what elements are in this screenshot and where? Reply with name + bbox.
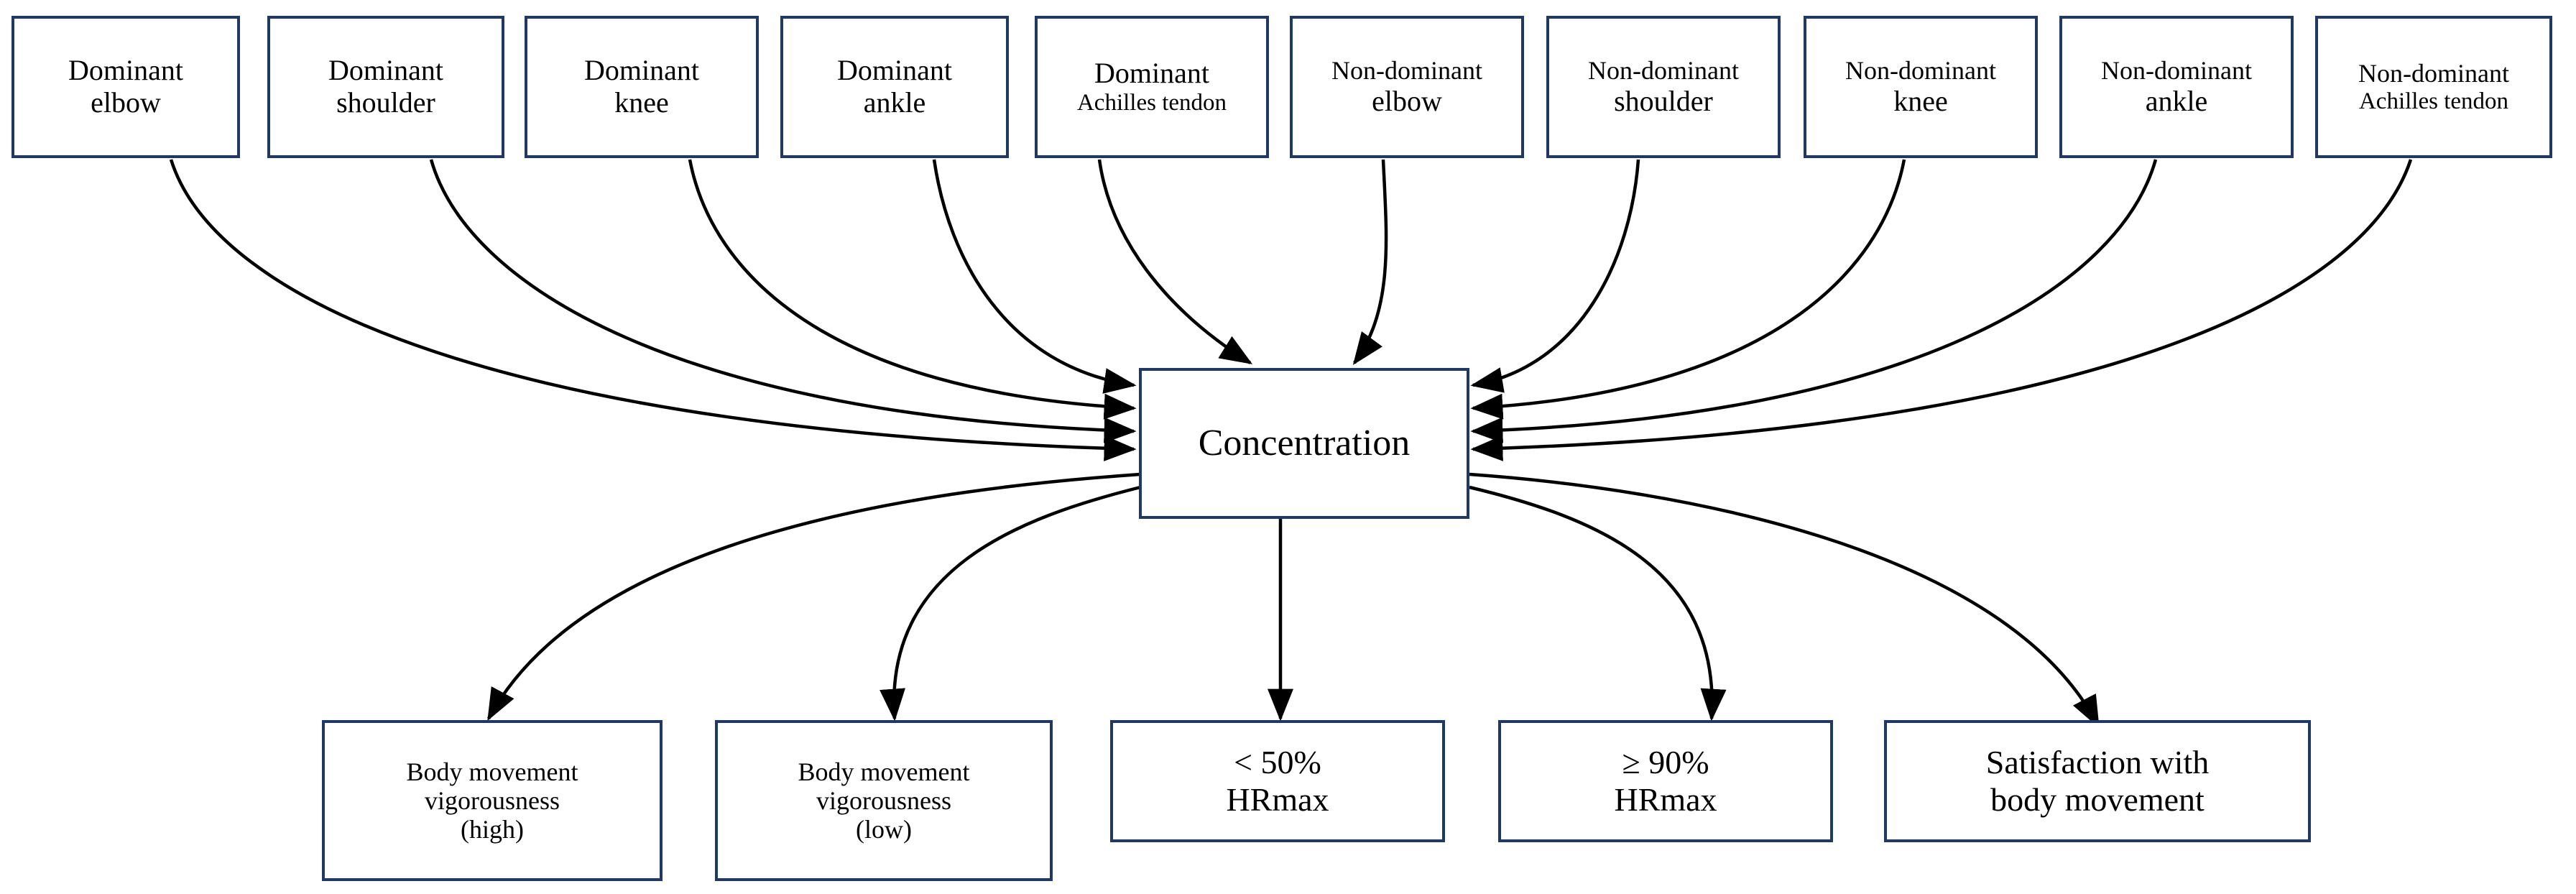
edge-concentration-to-body-movement-high — [487, 472, 1141, 722]
edge-dominant-knee-to-concentration — [688, 159, 1137, 420]
node-concentration[interactable]: Concentration — [1139, 368, 1469, 519]
node-label-line1: < 50% — [1234, 744, 1321, 781]
node-label-concentration: Concentration — [1198, 422, 1411, 464]
edge-non-dominant-elbow-to-concentration — [1352, 159, 1388, 365]
node-non-dominant-shoulder[interactable]: Non-dominant shoulder — [1546, 16, 1781, 158]
node-label-line2: shoulder — [336, 86, 435, 119]
node-satisfaction-with-body-movement[interactable]: Satisfaction with body movement — [1884, 720, 2311, 842]
edge-dominant-shoulder-to-concentration — [429, 159, 1137, 443]
node-label-line1: Non-dominant — [1845, 56, 1996, 86]
edge-non-dominant-shoulder-to-concentration — [1470, 159, 1640, 393]
node-label-line2: HRmax — [1614, 781, 1717, 818]
node-label-line2: HRmax — [1226, 781, 1329, 818]
node-non-dominant-elbow[interactable]: Non-dominant elbow — [1290, 16, 1524, 158]
edge-non-dominant-ankle-to-concentration — [1470, 159, 2158, 443]
node-label-line1: Dominant — [328, 54, 443, 87]
node-non-dominant-ankle[interactable]: Non-dominant ankle — [2059, 16, 2294, 158]
node-label-line1: Non-dominant — [1588, 56, 1739, 86]
node-label-line2: elbow — [91, 86, 161, 119]
edge-non-dominant-achilles-to-concentration — [1470, 159, 2413, 461]
node-dominant-achilles-tendon[interactable]: Dominant Achilles tendon — [1035, 16, 1269, 158]
node-label-line2: ankle — [863, 86, 926, 119]
node-label-line2: ankle — [2145, 84, 2208, 117]
edge-dominant-achilles-to-concentration — [1097, 159, 1253, 364]
edge-dominant-elbow-to-concentration — [169, 159, 1137, 461]
edge-concentration-to-satisfaction — [1469, 472, 2100, 729]
node-label-line1: Dominant — [584, 54, 699, 87]
node-body-movement-vigorousness-high[interactable]: Body movement vigorousness (high) — [322, 720, 663, 881]
node-label-line1: Satisfaction with — [1985, 744, 2210, 781]
node-label-line3: (high) — [461, 815, 524, 844]
node-non-dominant-achilles-tendon[interactable]: Non-dominant Achilles tendon — [2315, 16, 2552, 158]
node-dominant-knee[interactable]: Dominant knee — [525, 16, 759, 158]
node-label-line1: Body movement — [406, 757, 578, 786]
node-label-line2: body movement — [1990, 781, 2205, 818]
node-label-line1: Non-dominant — [2358, 59, 2509, 88]
node-hrmax-at-or-above-90[interactable]: ≥ 90% HRmax — [1498, 720, 1833, 842]
node-label-line2: knee — [1893, 84, 1948, 117]
node-body-movement-vigorousness-low[interactable]: Body movement vigorousness (low) — [715, 720, 1053, 881]
node-label-line1: Non-dominant — [1331, 56, 1482, 86]
node-label-line2: Achilles tendon — [1076, 89, 1227, 116]
node-dominant-shoulder[interactable]: Dominant shoulder — [267, 16, 504, 158]
node-label-line1: Body movement — [798, 757, 970, 786]
edge-concentration-to-body-movement-low — [880, 485, 1141, 722]
node-hrmax-below-50[interactable]: < 50% HRmax — [1110, 720, 1445, 842]
edge-dominant-ankle-to-concentration — [932, 159, 1137, 394]
node-dominant-elbow[interactable]: Dominant elbow — [11, 16, 240, 158]
node-label-line2: vigorousness — [425, 785, 560, 815]
node-label-line1: Dominant — [837, 54, 952, 87]
node-label-line3: (low) — [856, 815, 912, 844]
node-label-line2: elbow — [1372, 84, 1442, 117]
edge-concentration-to-hrmax-above-90 — [1469, 485, 1727, 722]
node-label-line1: Non-dominant — [2101, 56, 2252, 86]
incoming-edges — [169, 159, 2413, 461]
node-label-line2: knee — [614, 86, 669, 119]
node-dominant-ankle[interactable]: Dominant ankle — [780, 16, 1009, 158]
edge-non-dominant-knee-to-concentration — [1470, 159, 1906, 420]
node-label-line1: Dominant — [1094, 57, 1209, 90]
node-label-line2: vigorousness — [816, 785, 951, 815]
node-label-line2: Achilles tendon — [2358, 88, 2509, 114]
node-label-line1: ≥ 90% — [1622, 744, 1709, 781]
node-label-line2: shoulder — [1614, 84, 1713, 117]
outgoing-edges — [487, 472, 2100, 729]
node-non-dominant-knee[interactable]: Non-dominant knee — [1804, 16, 2038, 158]
node-label-line1: Dominant — [68, 54, 183, 87]
